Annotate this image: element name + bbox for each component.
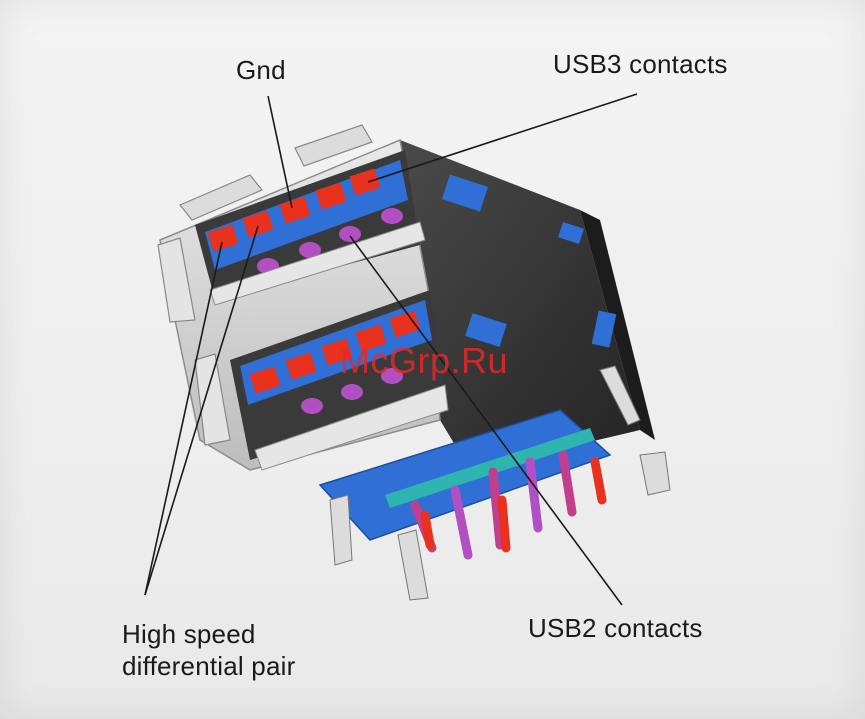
lower-usb2-contact-2 xyxy=(341,384,363,400)
usb3-contacts-label: USB3 contacts xyxy=(553,48,728,80)
upper-usb2-contact-3 xyxy=(339,226,361,242)
usb3-leader xyxy=(368,94,637,182)
high-speed-differential-pair-label: High speed differential pair xyxy=(122,618,295,682)
high-speed-label-line2: differential pair xyxy=(122,650,295,682)
watermark-text: McGrp.Ru xyxy=(340,340,508,382)
usb2-contacts-label: USB2 contacts xyxy=(528,612,703,644)
pin-8 xyxy=(502,500,506,548)
lower-usb2-contact-1 xyxy=(301,398,323,414)
upper-usb2-contact-4 xyxy=(381,208,403,224)
pin-6 xyxy=(595,462,602,500)
gnd-label: Gnd xyxy=(236,54,286,86)
pin-7 xyxy=(425,515,430,545)
high-speed-label-line1: High speed xyxy=(122,618,295,650)
